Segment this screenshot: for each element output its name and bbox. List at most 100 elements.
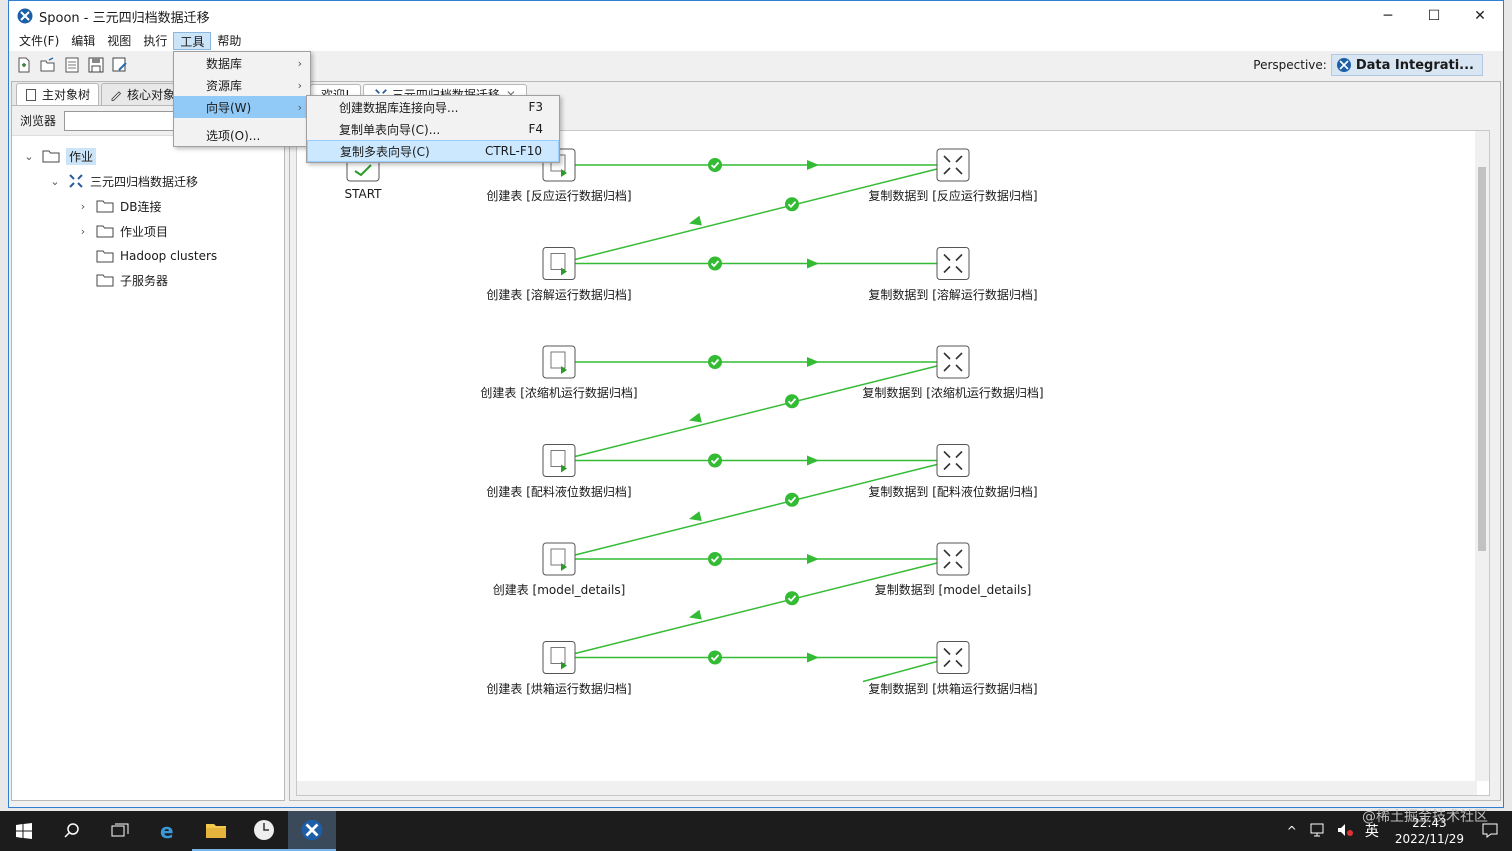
close-button[interactable]: ✕ <box>1474 8 1486 24</box>
tree-node-job[interactable]: ⌄ 三元四归档数据迁移 <box>48 171 198 191</box>
hop-ok-icon <box>708 158 722 172</box>
menu-item-create-db-connection-wizard[interactable]: 创建数据库连接向导... F3 <box>307 96 559 118</box>
chevron-down-icon[interactable]: ⌄ <box>50 174 60 188</box>
shortcut: CTRL-F10 <box>484 144 542 158</box>
tab-view-tree[interactable]: 主对象树 <box>16 83 100 105</box>
pencil-icon <box>111 90 122 101</box>
tree-node-job-entries[interactable]: › 作业项目 <box>76 221 168 241</box>
copy-node[interactable] <box>936 542 970 576</box>
network-icon[interactable] <box>1309 823 1325 840</box>
hop-ok-check <box>787 201 797 209</box>
scroll-thumb[interactable] <box>1478 167 1486 551</box>
tree-node-slave-servers-label: 子服务器 <box>120 273 169 288</box>
maximize-button[interactable]: ☐ <box>1427 8 1441 24</box>
hop-ok-check <box>787 496 797 504</box>
browser-search-input[interactable] <box>64 110 175 131</box>
perspective-button[interactable]: Data Integrati... <box>1330 54 1483 76</box>
menu-run[interactable]: 执行 <box>143 34 168 48</box>
notification-icon[interactable] <box>1482 822 1498 841</box>
copy-icon <box>943 352 963 372</box>
clock[interactable]: 22:43 2022/11/29 <box>1395 815 1464 847</box>
menu-item-repository-label: 资源库 <box>206 78 243 93</box>
explore-repository-icon[interactable] <box>61 54 83 76</box>
spoon-window: Spoon - 三元四归档数据迁移 ─ ☐ ✕ 文件(F) 编辑 视图 执行 工… <box>8 0 1504 808</box>
hop-ok-check <box>710 358 720 366</box>
chevron-up-icon[interactable]: ^ <box>1286 824 1297 838</box>
hop-arrow-icon <box>807 554 819 564</box>
tree-node-hadoop-clusters[interactable]: Hadoop clusters <box>90 246 217 266</box>
chevron-right-icon[interactable]: › <box>80 199 86 213</box>
shortcut: F3 <box>528 100 543 114</box>
ime-indicator[interactable]: 英 <box>1364 824 1379 840</box>
save-as-icon[interactable] <box>109 54 131 76</box>
menu-file[interactable]: 文件(F) <box>19 34 60 48</box>
copy-icon <box>943 155 963 175</box>
sql-run-icon <box>561 267 567 276</box>
menu-item-repository[interactable]: 资源库 › <box>174 74 310 96</box>
task-view-icon[interactable] <box>96 811 144 851</box>
vertical-scrollbar[interactable] <box>1475 131 1489 781</box>
taskbar: e ^ 英 22:43 2022/11/29 <box>0 811 1512 851</box>
wizard-item-label: 复制多表向导(C) <box>340 144 430 159</box>
title-bar: Spoon - 三元四归档数据迁移 ─ ☐ ✕ <box>9 1 1503 31</box>
menu-tools[interactable]: 工具 <box>173 32 212 50</box>
menu-item-database-label: 数据库 <box>206 56 243 71</box>
tab-design[interactable]: 核心对象 <box>101 83 185 105</box>
menu-item-options[interactable]: 选项(O)... <box>174 124 310 146</box>
file-explorer-icon[interactable] <box>192 811 240 851</box>
folder-icon <box>96 250 114 263</box>
menu-item-database[interactable]: 数据库› <box>174 52 310 74</box>
copy-node[interactable] <box>936 641 970 674</box>
close-tab-icon[interactable]: ✕ <box>506 88 516 102</box>
system-tray: ^ 英 22:43 2022/11/29 <box>1281 811 1512 851</box>
copy-node[interactable] <box>936 444 970 477</box>
tree-node-db-connections-label: DB连接 <box>120 199 162 214</box>
menu-item-copy-table-wizard[interactable]: 复制单表向导(C)...F4 <box>307 118 559 140</box>
horizontal-scrollbar[interactable] <box>297 781 1477 795</box>
spoon-taskbar-icon[interactable] <box>288 811 336 851</box>
volume-icon[interactable] <box>1337 823 1353 840</box>
open-file-icon[interactable] <box>37 54 59 76</box>
watermark: @稀土掘金技术社区 <box>1362 809 1488 825</box>
search-icon[interactable] <box>48 811 96 851</box>
new-file-icon[interactable] <box>13 54 35 76</box>
menu-edit[interactable]: 编辑 <box>71 34 96 48</box>
save-icon[interactable] <box>85 54 107 76</box>
perspective-label: Perspective: <box>1253 58 1327 72</box>
chevron-down-icon[interactable]: ⌄ <box>24 149 34 163</box>
tree-node-job-label: 三元四归档数据迁移 <box>90 174 199 189</box>
tree-node-jobs[interactable]: ⌄ 作业 <box>22 146 97 166</box>
sql-icon <box>550 253 566 270</box>
chevron-right-icon: › <box>297 100 302 114</box>
hop-ok-check <box>710 555 720 563</box>
chevron-right-icon[interactable]: › <box>80 224 86 238</box>
minimize-button[interactable]: ─ <box>1383 8 1393 24</box>
copy-node[interactable] <box>936 148 970 182</box>
spoon-app-icon <box>17 8 33 24</box>
hop-line <box>574 365 938 458</box>
windows-start-icon[interactable] <box>0 811 48 851</box>
clock-app-icon[interactable] <box>240 811 288 851</box>
start-label: START <box>344 187 382 201</box>
hop-ok-icon <box>785 492 799 507</box>
copy-node[interactable] <box>936 247 970 280</box>
tree-node-job-entries-label: 作业项目 <box>120 224 169 239</box>
folder-icon <box>96 274 114 287</box>
tree-node-slave-servers[interactable]: 子服务器 <box>90 270 168 290</box>
hop-ok-check <box>787 595 797 603</box>
menu-help[interactable]: 帮助 <box>217 34 242 48</box>
hop-ok-icon <box>708 355 722 369</box>
tree-node-db-connections[interactable]: › DB连接 <box>76 196 162 216</box>
copy-node[interactable] <box>936 345 970 379</box>
copy-data-label: 复制数据到 [溶解运行数据归档] <box>868 287 1038 302</box>
menu-item-copy-multiple-tables-wizard[interactable]: 复制多表向导(C) CTRL-F10 <box>307 140 559 162</box>
wizard-item-label: 创建数据库连接向导... <box>339 100 459 115</box>
sql-icon <box>550 647 566 664</box>
internet-explorer-icon[interactable]: e <box>144 811 192 851</box>
menu-view[interactable]: 视图 <box>107 34 132 48</box>
hop-ok-icon <box>785 394 799 409</box>
copy-icon <box>943 647 963 668</box>
menu-item-wizard[interactable]: 向导(W)› <box>174 96 310 118</box>
chevron-right-icon: › <box>297 78 302 92</box>
